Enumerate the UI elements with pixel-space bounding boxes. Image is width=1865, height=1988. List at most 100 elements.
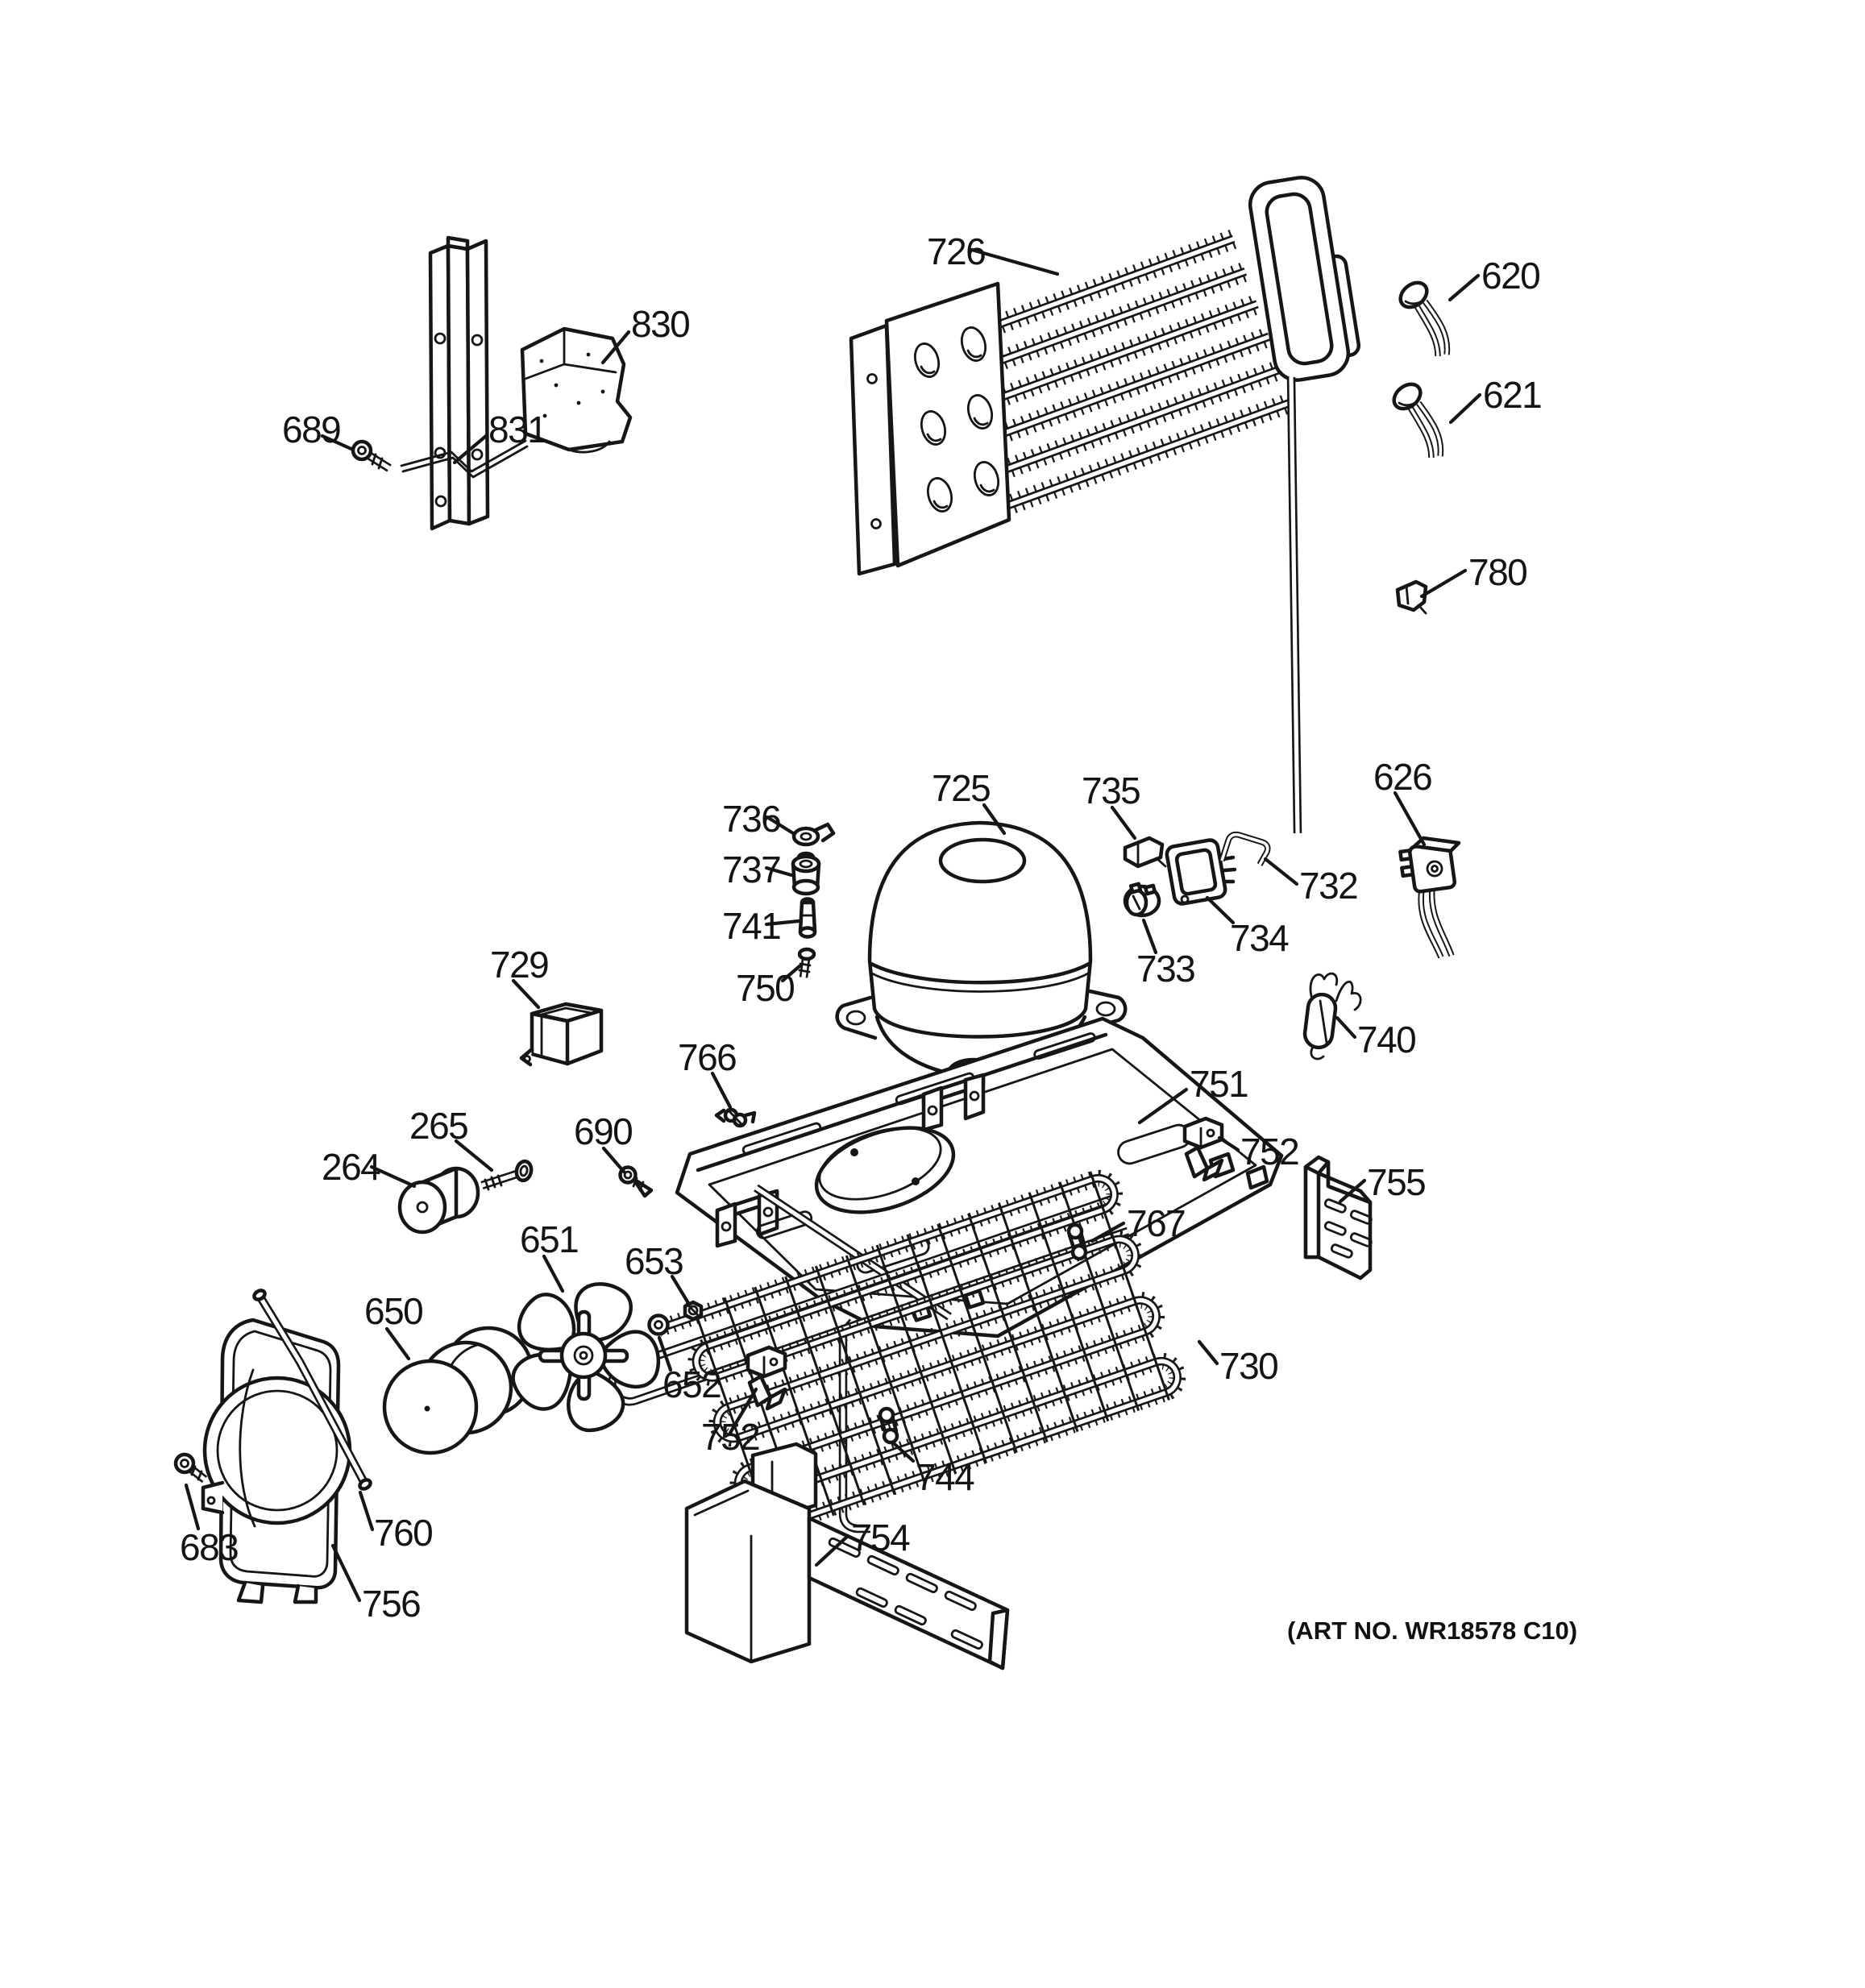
part-number-780: 780 xyxy=(1468,551,1526,593)
leader-line-751 xyxy=(1137,1087,1189,1125)
leader-line-752 xyxy=(1217,1135,1240,1152)
leader-line-620 xyxy=(1448,273,1481,302)
part-number-767: 767 xyxy=(1127,1202,1185,1244)
part-number-751: 751 xyxy=(1190,1063,1248,1105)
callout-736: 736 xyxy=(722,798,795,840)
leader-line-734 xyxy=(1205,895,1236,925)
part-number-752: 752 xyxy=(701,1416,759,1458)
part-number-740: 740 xyxy=(1357,1019,1415,1060)
part-number-750: 750 xyxy=(736,967,794,1009)
plug-626 xyxy=(1398,836,1461,959)
evaporator-hanger-bracket xyxy=(1248,176,1361,382)
part-number-732: 732 xyxy=(1299,865,1357,907)
leader-line-756 xyxy=(330,1543,362,1603)
callout-651: 651 xyxy=(520,1218,579,1293)
leader-line-730 xyxy=(1197,1339,1219,1366)
callout-690: 690 xyxy=(574,1110,633,1174)
pin-741 xyxy=(798,897,817,939)
callout-754: 754 xyxy=(814,1517,912,1567)
leader-line-752 xyxy=(728,1387,758,1435)
spring-hanger-740 xyxy=(1302,972,1362,1060)
leader-line-737 xyxy=(764,865,794,878)
part-number-725: 725 xyxy=(932,767,990,809)
art-number: (ART NO. WR18578 C10) xyxy=(1287,1617,1577,1645)
bracket-slots xyxy=(1323,1198,1373,1259)
part-number-736: 736 xyxy=(722,798,780,840)
callout-653: 653 xyxy=(625,1240,691,1305)
leader-line-626 xyxy=(1393,791,1427,847)
part-number-683: 683 xyxy=(180,1526,238,1568)
capillary-tube xyxy=(1286,376,1302,834)
callout-766: 766 xyxy=(678,1036,737,1110)
leader-line-653 xyxy=(670,1274,691,1305)
leader-line-652 xyxy=(657,1335,673,1372)
callout-652: 652 xyxy=(657,1335,722,1405)
end-plate-holes xyxy=(913,326,1000,513)
leader-line-265 xyxy=(454,1139,494,1172)
part-number-754: 754 xyxy=(851,1517,910,1558)
clip-736 xyxy=(791,822,836,847)
leader-line-689 xyxy=(320,434,355,452)
bolt-265 xyxy=(480,1159,534,1191)
leader-line-736 xyxy=(765,815,795,836)
callout-264: 264 xyxy=(322,1146,417,1189)
clamp-766 xyxy=(714,1107,757,1128)
sensor-621 xyxy=(1389,380,1441,458)
callout-830: 830 xyxy=(600,303,691,365)
leader-line-767 xyxy=(1090,1221,1126,1243)
part-number-831: 831 xyxy=(488,409,546,450)
part-number-744: 744 xyxy=(916,1456,974,1498)
callout-741: 741 xyxy=(722,905,801,947)
leader-line-830 xyxy=(600,330,631,365)
screw-750 xyxy=(797,947,816,978)
leader-line-755 xyxy=(1338,1178,1367,1204)
overload-733 xyxy=(1123,882,1161,918)
callout-650: 650 xyxy=(364,1290,424,1361)
leader-line-735 xyxy=(1110,805,1137,840)
part-number-620: 620 xyxy=(1481,255,1539,297)
process-tube xyxy=(838,1318,870,1534)
leader-line-766 xyxy=(710,1071,733,1110)
part-number-264: 264 xyxy=(322,1146,380,1188)
part-number-766: 766 xyxy=(678,1036,736,1078)
screw-683 xyxy=(173,1452,208,1484)
part-number-690: 690 xyxy=(574,1110,632,1152)
callout-760: 760 xyxy=(358,1490,434,1554)
leader-line-740 xyxy=(1335,1015,1357,1040)
callout-730: 730 xyxy=(1197,1339,1279,1387)
leader-line-726 xyxy=(970,247,1060,276)
part-number-730: 730 xyxy=(1219,1345,1277,1387)
leader-line-683 xyxy=(184,1483,201,1531)
callout-780: 780 xyxy=(1419,551,1528,599)
callout-725: 725 xyxy=(932,767,1007,836)
duct-slots xyxy=(828,1537,983,1650)
part-number-651: 651 xyxy=(520,1218,578,1260)
part-number-741: 741 xyxy=(722,905,780,947)
leader-line-744 xyxy=(892,1442,916,1463)
grommet-737 xyxy=(791,851,821,896)
callout-751: 751 xyxy=(1137,1063,1249,1125)
washer-652 xyxy=(647,1314,670,1336)
leader-line-733 xyxy=(1141,918,1158,955)
leader-line-651 xyxy=(542,1254,565,1293)
relay-729 xyxy=(519,1002,604,1067)
callout-726: 726 xyxy=(927,230,1060,276)
part-number-755: 755 xyxy=(1367,1161,1425,1203)
part-number-689: 689 xyxy=(282,409,340,450)
part-number-621: 621 xyxy=(1483,374,1541,416)
part-number-830: 830 xyxy=(631,303,689,345)
callout-626: 626 xyxy=(1373,756,1433,847)
callout-756: 756 xyxy=(330,1543,422,1625)
callout-734: 734 xyxy=(1205,895,1290,959)
part-number-729: 729 xyxy=(490,944,548,986)
fan-blade-651 xyxy=(511,1282,661,1433)
callout-620: 620 xyxy=(1448,255,1541,302)
part-number-756: 756 xyxy=(362,1583,420,1625)
leader-line-264 xyxy=(369,1164,417,1189)
leader-line-754 xyxy=(814,1534,850,1567)
nut-653 xyxy=(683,1300,704,1322)
part-number-265: 265 xyxy=(409,1105,467,1147)
callout-737: 737 xyxy=(722,849,794,890)
callout-735: 735 xyxy=(1082,770,1141,840)
